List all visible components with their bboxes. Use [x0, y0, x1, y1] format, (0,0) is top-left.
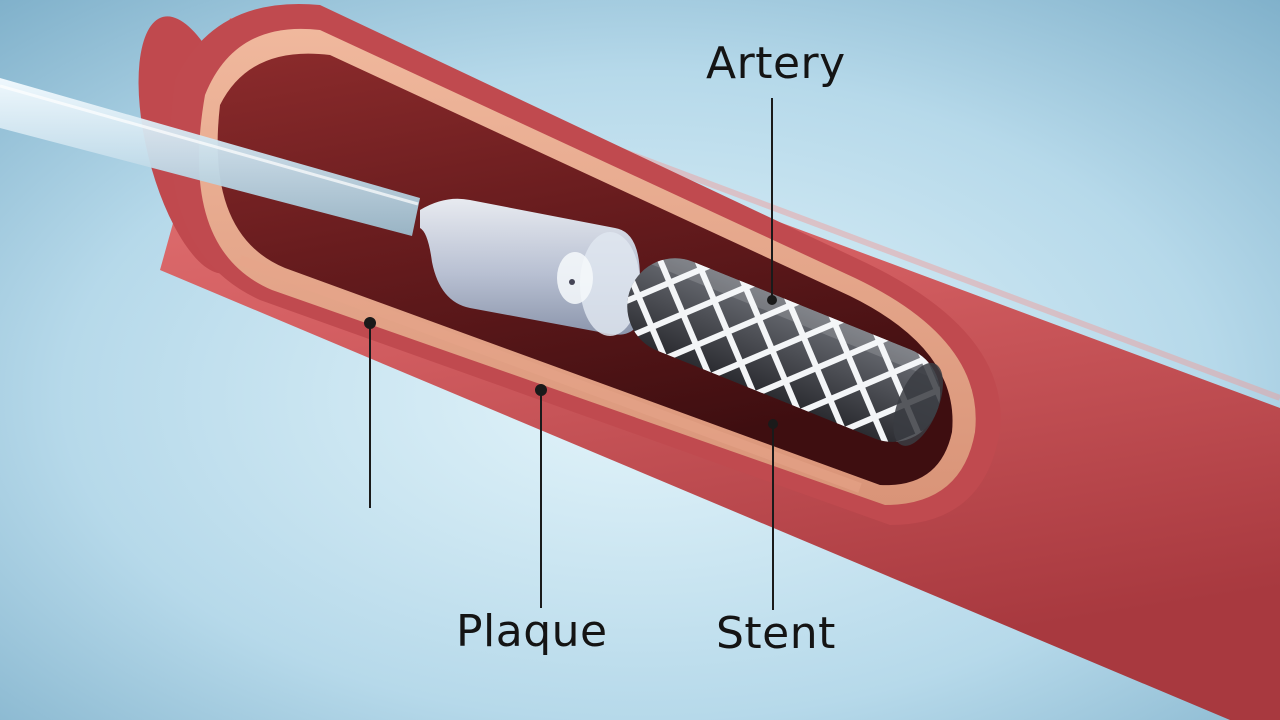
mesh-stent-icon [612, 243, 955, 457]
catheter-tube-icon [0, 78, 420, 236]
leader-lines [364, 98, 778, 610]
stent-label: Stent [716, 608, 836, 659]
balloon-icon [420, 198, 640, 336]
plaque-label: Plaque [456, 606, 608, 657]
artery-label: Artery [706, 38, 846, 89]
catheter [0, 78, 420, 236]
